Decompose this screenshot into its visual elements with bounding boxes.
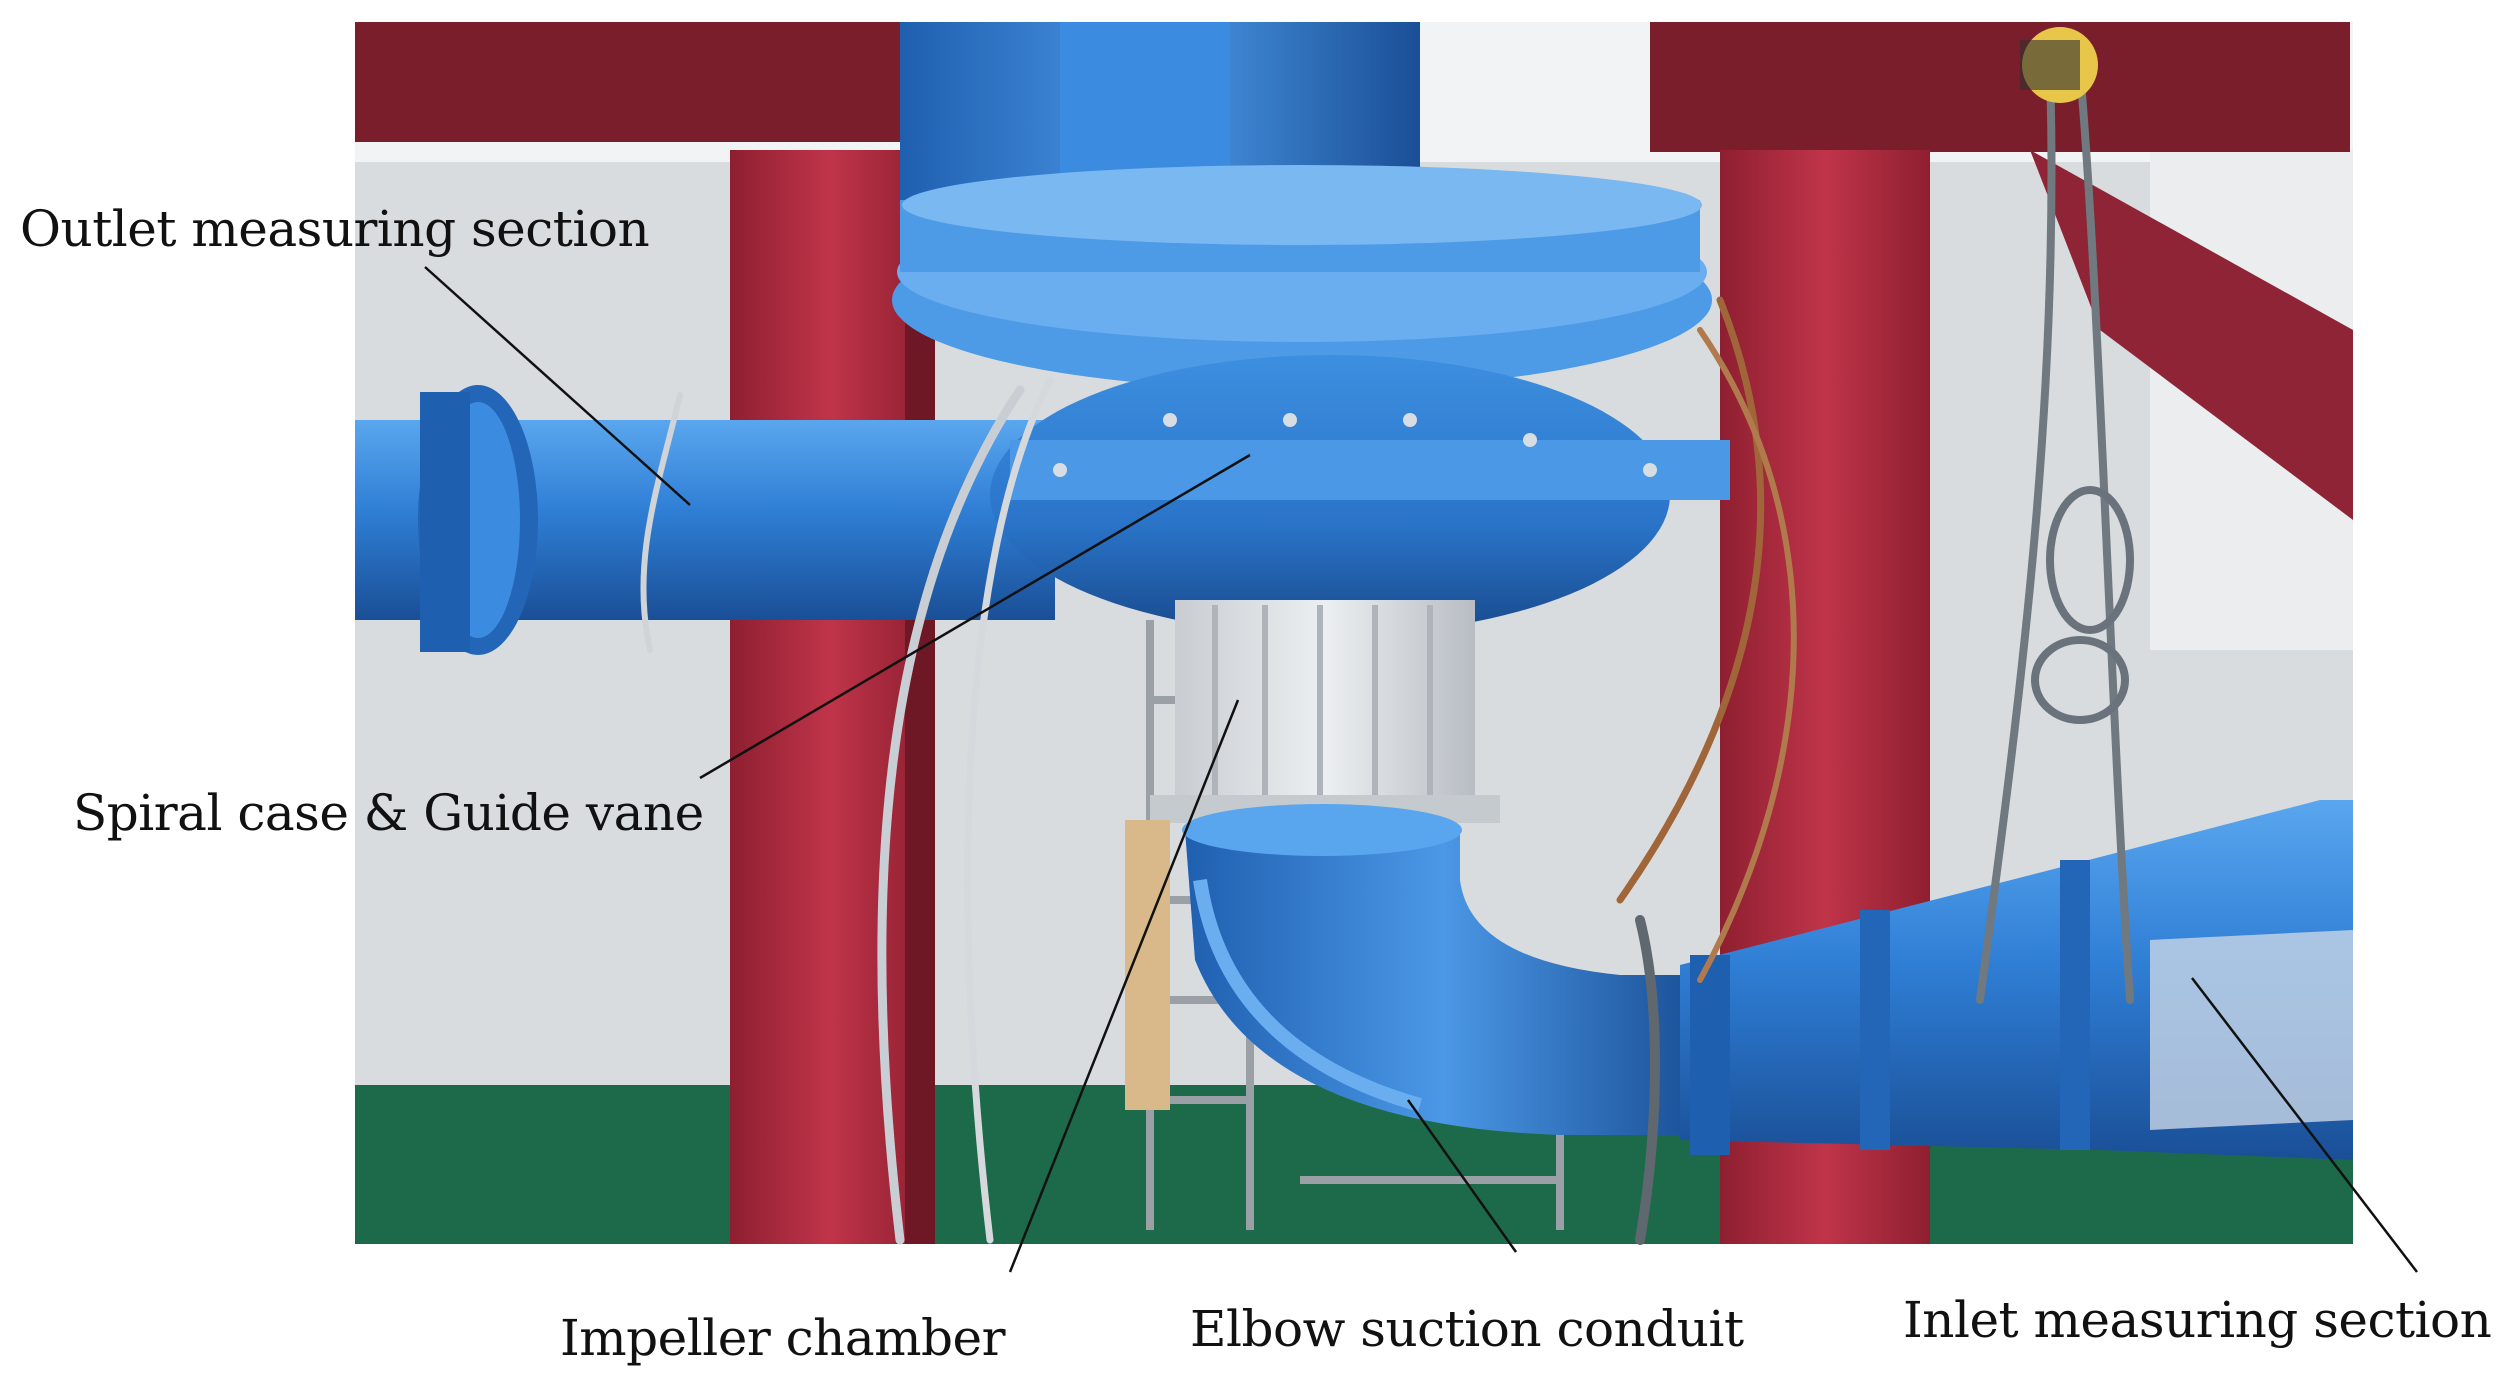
leader-spiral [699,453,1251,780]
label-elbow-suction-conduit: Elbow suction conduit [1190,1300,1744,1358]
label-outlet-measuring-section: Outlet measuring section [20,200,650,258]
cables [640,66,2134,1245]
leader-elbow [1406,1099,1518,1253]
label-spiral-case-guide-vane: Spiral case & Guide vane [73,784,704,842]
label-impeller-chamber: Impeller chamber [560,1309,1006,1367]
top-flange [892,165,1712,390]
inlet-pipe [1680,800,2353,1160]
leader-lines [424,266,2418,1273]
leader-impeller [1008,699,1240,1273]
leader-outlet [424,266,691,506]
label-inlet-measuring-section: Inlet measuring section [1903,1291,2492,1349]
outlet-pipe [355,385,1055,655]
leader-inlet [2191,977,2418,1273]
elbow-conduit [1182,804,1700,1135]
hoist [2020,27,2098,103]
spiral-case [990,355,1730,635]
